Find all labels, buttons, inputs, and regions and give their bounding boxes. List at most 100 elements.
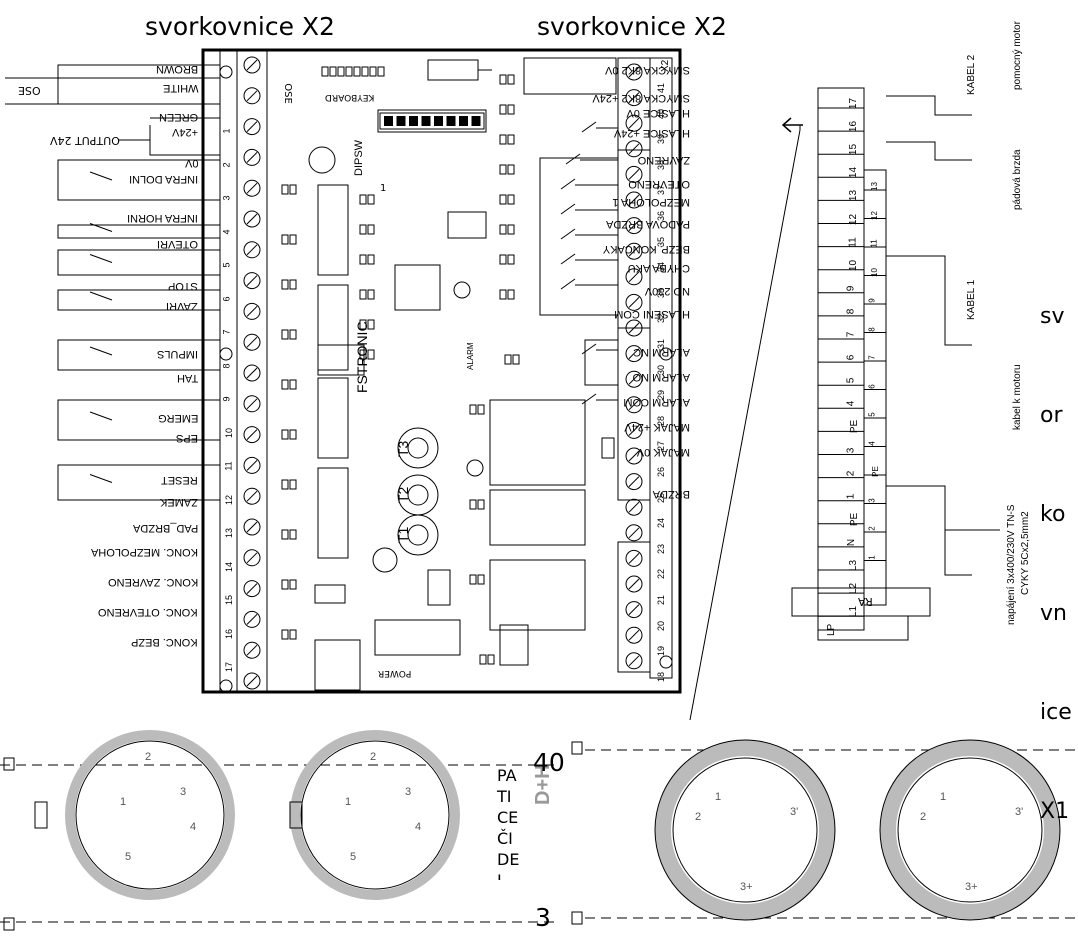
screw-terminal-icon xyxy=(625,319,643,337)
supply-label-2: CYKY 5Cx2,5mm2 xyxy=(1020,511,1031,595)
screw-terminal-icon xyxy=(625,140,643,158)
cable-inner-number: 13 xyxy=(869,182,879,191)
right-terminal-label: HLASENI COM xyxy=(614,308,690,320)
cable-number: N xyxy=(846,538,858,547)
right-terminal-label: SMYCKA 8K2 0V xyxy=(605,64,690,76)
left-terminal-label: ZAVRI xyxy=(166,300,198,312)
cable-inner-number: 5 xyxy=(867,412,877,417)
left-pin-number: 1 xyxy=(221,128,232,134)
screw-terminal-icon xyxy=(243,87,261,105)
cable-number: 9 xyxy=(845,285,857,292)
right-terminal-label: MEZPOLOHA 1 xyxy=(612,196,690,208)
cable-number: PE xyxy=(849,420,861,434)
right-pin-number: 41 xyxy=(656,82,667,94)
cable-number: 2 xyxy=(845,470,857,476)
patice-label: PA TI CE ČI DE I xyxy=(497,766,520,880)
left-pin-number: 2 xyxy=(221,161,232,168)
left-terminal-label: +24V xyxy=(172,126,198,138)
screw-terminal-icon xyxy=(625,473,643,491)
screw-terminal-icon xyxy=(243,610,261,628)
screw-terminal-icon xyxy=(625,63,643,81)
left-pin-number: 11 xyxy=(223,461,234,471)
detector-terminal-number: 2 xyxy=(370,751,376,763)
right-terminal-label: SMYCKA 8K2 +24V xyxy=(592,92,690,104)
left-terminal-label: KONC. ZAVRENO xyxy=(107,576,198,588)
left-pin-number: 8 xyxy=(221,362,232,369)
cable-terminal-block xyxy=(791,87,1000,641)
screw-terminal-icon xyxy=(243,302,261,320)
cable-number: 11 xyxy=(847,236,859,248)
screw-terminal-icon xyxy=(243,672,261,690)
right-pin-number: 28 xyxy=(656,415,667,426)
right-pin-number: 39 xyxy=(656,134,667,145)
left-screws xyxy=(243,56,261,690)
screw-terminal-icon xyxy=(625,370,643,388)
smoke-detector-bases xyxy=(0,730,1078,931)
ring-terminal-number: 2 xyxy=(695,811,701,823)
right-pin-number: 40 xyxy=(656,108,667,119)
right-terminal-label: HLASICE +24V xyxy=(613,127,690,139)
board-dipsw: DIPSW xyxy=(353,139,365,176)
screw-terminal-icon xyxy=(625,89,643,107)
right-pin-number: 23 xyxy=(656,543,667,554)
screw-terminal-icon xyxy=(243,272,261,290)
right-pin-number: 34 xyxy=(656,262,667,273)
cable-number: L1 xyxy=(848,606,860,618)
cable-inner-number: 7 xyxy=(867,355,877,360)
left-terminal-label: EPS xyxy=(175,432,198,444)
heading-right: svorkovnice X2 xyxy=(537,12,727,41)
left-terminal-label: RESET xyxy=(161,474,198,486)
ring-terminal-number: 3+ xyxy=(740,881,753,893)
cable-number: 4 xyxy=(845,401,857,407)
cable-inner-number: 12 xyxy=(869,210,879,220)
ring-terminal-number: 3' xyxy=(790,806,798,818)
left-pin-number: 13 xyxy=(224,527,235,539)
cable-number: 15 xyxy=(848,144,860,156)
detector-terminal-number: 2 xyxy=(145,751,151,763)
screw-terminal-icon xyxy=(625,601,643,619)
side-label-x1: sv or ko vn ice X1 xyxy=(1040,304,1072,824)
cable-number: 14 xyxy=(848,167,860,179)
cable-number: 6 xyxy=(845,354,857,361)
cable-number: 16 xyxy=(848,121,860,133)
screw-terminal-icon xyxy=(625,396,643,414)
heading-left: svorkovnice X2 xyxy=(145,12,335,41)
left-terminal-label: STOP xyxy=(168,280,198,292)
right-pin-number: 18 xyxy=(656,671,667,682)
left-wiring xyxy=(5,64,220,501)
left-pin-number: 17 xyxy=(224,661,235,673)
screw-terminal-icon xyxy=(625,652,643,670)
left-terminal-label: PAD_BRZDA xyxy=(132,522,198,534)
screw-terminal-icon xyxy=(625,268,643,286)
cable-inner-number: 4 xyxy=(867,440,877,446)
cable-inner-number: 1 xyxy=(867,554,877,560)
ring-terminal-number: 1 xyxy=(715,791,721,803)
screw-terminal-icon xyxy=(243,148,261,166)
right-pin-number: 37 xyxy=(656,185,667,196)
cable-inner-number: 8 xyxy=(867,326,877,332)
cable-number: 1 xyxy=(845,493,857,499)
cable-inner-number: 10 xyxy=(869,267,879,277)
screw-terminal-icon xyxy=(625,293,643,311)
screw-terminal-icon xyxy=(625,421,643,439)
right-pin-number: 33 xyxy=(656,287,667,298)
cable-inner-number: 6 xyxy=(867,383,877,389)
left-terminal-label: INFRA DOLNI xyxy=(128,173,198,185)
cable-number: 17 xyxy=(848,97,860,110)
label-3: 3 xyxy=(535,903,551,932)
left-pin-number: 12 xyxy=(224,494,235,505)
kabel2-label: KABEL 2 xyxy=(966,54,977,95)
ring-terminal-number: 2 xyxy=(920,811,926,823)
screw-terminal-icon xyxy=(625,626,643,644)
left-terminal-label: 0V xyxy=(184,157,198,169)
left-pin-number: 10 xyxy=(224,427,235,438)
right-pin-number: 30 xyxy=(656,364,667,375)
screw-terminal-icon xyxy=(625,498,643,516)
left-terminal-label: BROWN xyxy=(155,63,198,75)
screw-terminal-icon xyxy=(243,456,261,474)
left-pin-number: 6 xyxy=(221,295,232,302)
arrow-left-icon xyxy=(781,117,803,133)
cable-inner-number: 9 xyxy=(867,298,877,303)
screw-terminal-icon xyxy=(625,345,643,363)
right-pin-number: 31 xyxy=(656,338,667,350)
